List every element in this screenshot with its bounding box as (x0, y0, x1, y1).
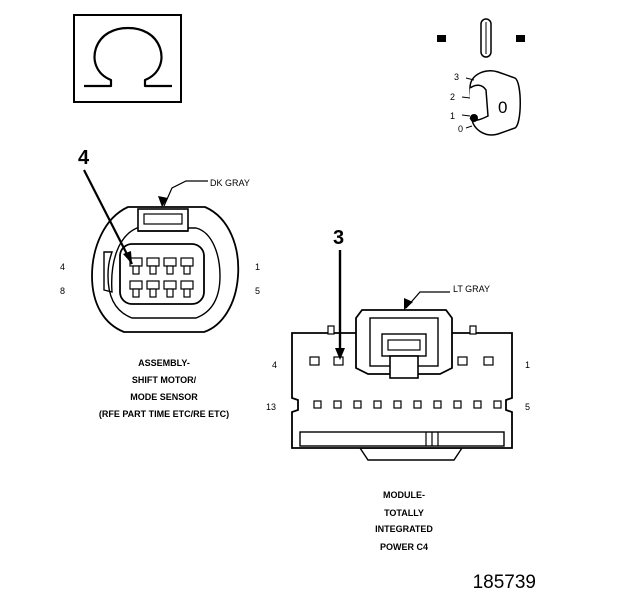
module-pin-cavity (493, 400, 502, 409)
module-pin-cavity (309, 356, 320, 366)
module-pin-cavity (473, 400, 482, 409)
module-pin-right-bottom: 5 (525, 402, 530, 412)
shift-motor-pin-cavity (146, 257, 160, 275)
shift-motor-caption-line-4: (RFE PART TIME ETC/RE ETC) (99, 409, 229, 419)
dk-gray-label: DK GRAY (210, 178, 250, 188)
module-pin-cavity (373, 400, 382, 409)
lt-gray-arrowhead (404, 298, 413, 310)
module-pin-cavity (457, 356, 468, 366)
module-caption: MODULE- TOTALLY INTEGRATED POWER C4 (375, 490, 433, 552)
module-pin-cavity (483, 356, 494, 366)
shift-motor-caption-line-1: ASSEMBLY- (138, 358, 190, 368)
shift-motor-caption-line-3: MODE SENSOR (130, 392, 198, 402)
shift-motor-callout-arrowhead (123, 251, 132, 264)
shift-motor-pin-cavity (180, 280, 194, 298)
lt-gray-leader (405, 291, 450, 309)
ignition-position-0: 0 (458, 124, 463, 134)
ignition-key-mark: 0 (498, 98, 507, 117)
shift-motor-callout-arrow (83, 169, 133, 265)
module-callout: 3 (333, 227, 344, 249)
ignition-position-1: 1 (450, 111, 455, 121)
module-pin-cavity (353, 400, 362, 409)
module-pin-left-bottom: 13 (266, 402, 276, 412)
shift-motor-caption: ASSEMBLY- SHIFT MOTOR/ MODE SENSOR (RFE … (99, 358, 229, 419)
shift-motor-caption-line-2: SHIFT MOTOR/ (132, 375, 197, 385)
module-caption-line-3: INTEGRATED (375, 524, 433, 534)
shift-motor-pin-left-top: 4 (60, 262, 65, 272)
shift-motor-pin-cavity (163, 257, 177, 275)
module-pin-right-top: 1 (525, 360, 530, 370)
shift-motor-pin-left-bottom: 8 (60, 286, 65, 296)
module-pin-cavity (413, 400, 422, 409)
dk-gray-leader (163, 180, 208, 207)
shift-motor-pin-right-bottom: 5 (255, 286, 260, 296)
module-caption-line-2: TOTALLY (384, 508, 424, 518)
shift-motor-callout: 4 (78, 147, 90, 169)
shift-motor-pin-cavities (129, 257, 194, 298)
shift-motor-pin-cavity (129, 280, 143, 298)
figure-number: 185739 (473, 572, 536, 593)
ohm-symbol-icon (73, 14, 182, 103)
module-pin-left-top: 4 (272, 360, 277, 370)
module-callout-arrowhead (335, 348, 345, 360)
ignition-position-3: 3 (454, 72, 459, 82)
shift-motor-pin-cavity (146, 280, 160, 298)
shift-motor-pin-cavity (163, 280, 177, 298)
module-pin-cavity (333, 400, 342, 409)
lt-gray-label: LT GRAY (453, 284, 490, 294)
module-caption-line-1: MODULE- (383, 490, 425, 500)
module-caption-line-4: POWER C4 (380, 542, 428, 552)
ignition-key-icon (437, 18, 525, 136)
shift-motor-connector (91, 206, 240, 333)
module-connector (291, 309, 513, 461)
shift-motor-pin-cavity (180, 257, 194, 275)
module-pin-cavity (333, 356, 344, 366)
ignition-position-2: 2 (450, 92, 455, 102)
module-pin-cavity (433, 400, 442, 409)
shift-motor-pin-right-top: 1 (255, 262, 260, 272)
module-pin-cavity (453, 400, 462, 409)
module-pin-cavity (393, 400, 402, 409)
module-pin-cavities (309, 356, 502, 409)
dk-gray-arrowhead (158, 196, 168, 207)
module-pin-cavity (313, 400, 322, 409)
